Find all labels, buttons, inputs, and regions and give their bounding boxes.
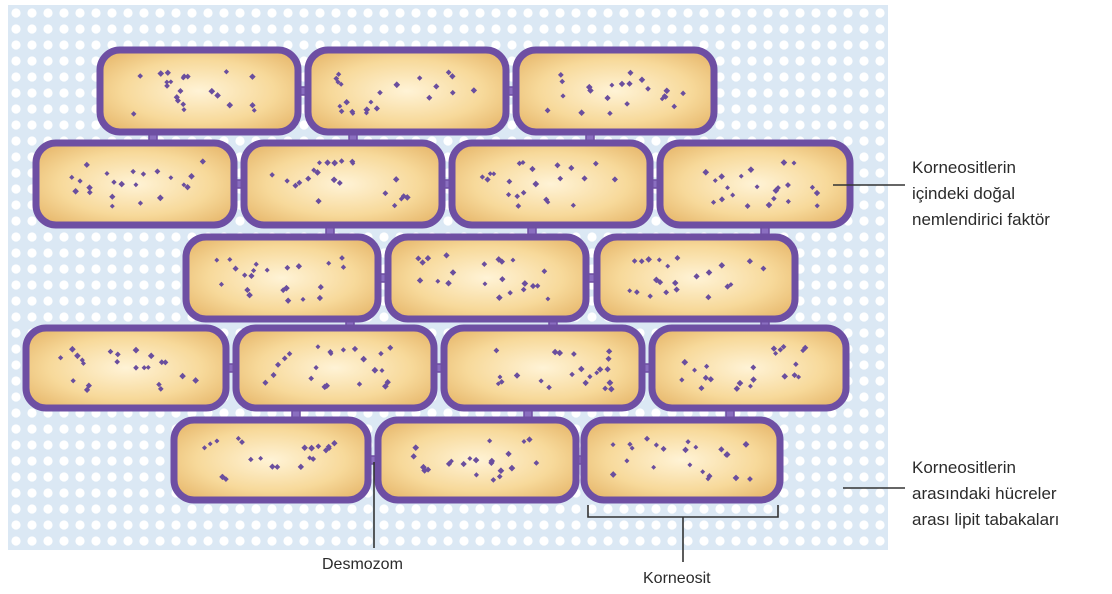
corneocyte-cell: [174, 420, 368, 500]
intercellular-lipid-label: Korneositlerin arasındaki hücreler arası…: [912, 455, 1059, 533]
corneocyte-cell: [308, 50, 506, 132]
corneocyte-cell: [516, 50, 714, 132]
corneocyte-cell: [186, 237, 378, 319]
corneocyte-cell: [660, 143, 850, 225]
lipid-label-line-3: arası lipit tabakaları: [912, 507, 1059, 533]
corneocyte-cell: [452, 143, 650, 225]
corneocyte-cell: [236, 328, 434, 408]
corneocyte-cell: [652, 328, 846, 408]
nmf-label-line-3: nemlendirici faktör: [912, 207, 1050, 233]
corneocyte-cell: [597, 237, 795, 319]
desmosome-label: Desmozom: [322, 552, 403, 578]
corneocyte-cell: [388, 237, 586, 319]
corneocyte-cell: [100, 50, 298, 132]
lipid-label-line-1: Korneositlerin: [912, 455, 1059, 481]
nmf-label-line-1: Korneositlerin: [912, 155, 1050, 181]
corneocyte-cell: [584, 420, 780, 500]
lipid-label-line-2: arasındaki hücreler: [912, 481, 1059, 507]
natural-moisturizing-factor-label: Korneositlerin içindeki doğal nemlendiri…: [912, 155, 1050, 233]
corneocyte-cell: [378, 420, 576, 500]
corneocyte-cell: [36, 143, 234, 225]
nmf-label-line-2: içindeki doğal: [912, 181, 1050, 207]
corneocyte-cell: [444, 328, 642, 408]
corneocyte-cell: [244, 143, 442, 225]
corneocyte-cell: [26, 328, 226, 408]
corneocyte-label: Korneosit: [643, 566, 711, 592]
